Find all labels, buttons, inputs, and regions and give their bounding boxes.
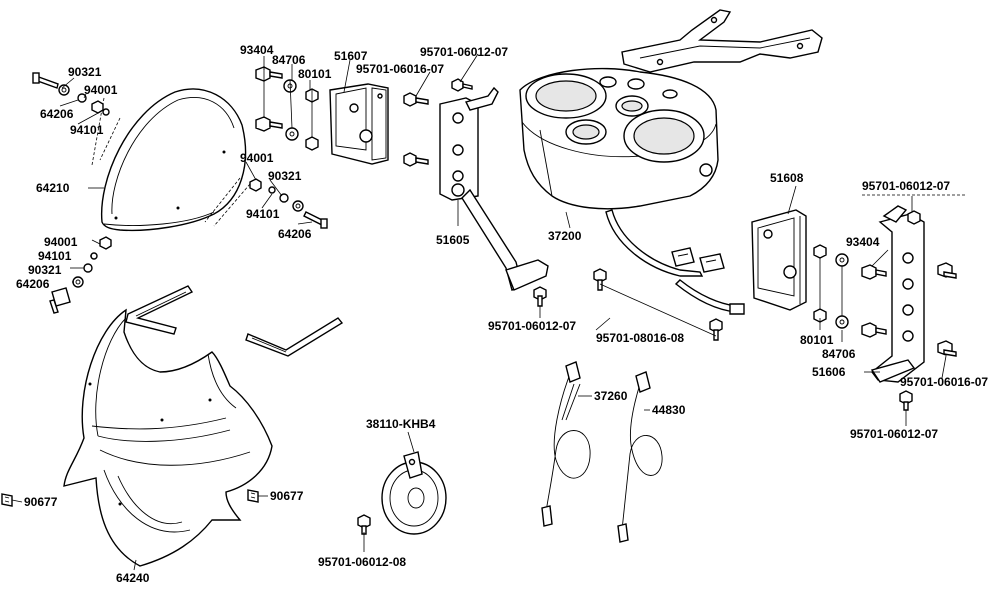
clip-left bbox=[1, 493, 13, 507]
label-38110-khb4: 38110-KHB4 bbox=[366, 417, 436, 431]
bolt-set-lower-left bbox=[255, 116, 319, 151]
label-93404-right: 93404 bbox=[846, 235, 880, 249]
front-cowl-part bbox=[63, 308, 273, 567]
label-95701-06012-07-bottom-right: 95701-06012-07 bbox=[850, 427, 938, 441]
label-51608: 51608 bbox=[770, 171, 804, 185]
label-37200: 37200 bbox=[548, 229, 582, 243]
screw-upper-bracket bbox=[403, 92, 429, 107]
label-51607: 51607 bbox=[334, 49, 368, 63]
top-mount-bracket bbox=[621, 9, 823, 73]
label-95701-06012-07-mid: 95701-06012-07 bbox=[488, 319, 576, 333]
stay-51605 bbox=[439, 86, 549, 291]
label-84706-left: 84706 bbox=[272, 53, 306, 67]
meter-housing bbox=[519, 67, 745, 341]
label-84706-right: 84706 bbox=[822, 347, 856, 361]
label-64206-lower: 64206 bbox=[16, 277, 50, 291]
label-95701-06012-08: 95701-06012-08 bbox=[318, 555, 406, 569]
screw-51606-top bbox=[907, 210, 921, 225]
label-64206-top: 64206 bbox=[40, 107, 74, 121]
label-94001-top: 94001 bbox=[84, 83, 118, 97]
label-90677-right: 90677 bbox=[270, 489, 304, 503]
screw-51605-bottom bbox=[533, 286, 547, 307]
windscreen-fastener-upper bbox=[32, 72, 110, 116]
label-90677-left: 90677 bbox=[24, 495, 58, 509]
stay-51606 bbox=[870, 205, 925, 383]
screw-51606-bottom bbox=[899, 390, 913, 411]
decal-strip-right bbox=[245, 317, 344, 357]
cable-37260 bbox=[541, 361, 591, 527]
label-95701-06016-07-right: 95701-06016-07 bbox=[900, 375, 988, 389]
label-90321-top: 90321 bbox=[68, 65, 102, 79]
label-94101-lower: 94101 bbox=[38, 249, 72, 263]
screw-top-bracket bbox=[451, 78, 473, 92]
label-64206-right: 64206 bbox=[278, 227, 312, 241]
bracket-51608 bbox=[751, 209, 807, 311]
label-94101-top: 94101 bbox=[70, 123, 104, 137]
screw-08016 bbox=[593, 268, 607, 291]
decal-strip-left bbox=[125, 285, 194, 335]
label-95701-06012-07-top: 95701-06012-07 bbox=[420, 45, 508, 59]
screw-lower-bracket bbox=[403, 152, 429, 167]
label-95701-06016-07-top: 95701-06016-07 bbox=[356, 62, 444, 76]
label-44830: 44830 bbox=[652, 403, 686, 417]
screw-horn bbox=[357, 514, 371, 535]
label-95701-08016-08: 95701-08016-08 bbox=[596, 331, 684, 345]
label-90321-right: 90321 bbox=[268, 169, 302, 183]
windscreen-part bbox=[91, 88, 251, 232]
screw-51606-lower bbox=[937, 340, 957, 357]
label-94101-right: 94101 bbox=[246, 207, 280, 221]
label-51606: 51606 bbox=[812, 365, 846, 379]
label-94001-lower: 94001 bbox=[44, 235, 78, 249]
bolt-set-upper-right bbox=[813, 244, 887, 280]
screw-51606-upper bbox=[937, 262, 957, 279]
label-64210: 64210 bbox=[36, 181, 70, 195]
label-64240: 64240 bbox=[116, 571, 150, 585]
label-80101-right: 80101 bbox=[800, 333, 834, 347]
horn-part bbox=[381, 451, 447, 535]
cable-44830 bbox=[617, 371, 663, 543]
bracket-51607 bbox=[329, 83, 389, 165]
label-37260: 37260 bbox=[594, 389, 628, 403]
label-93404-left: 93404 bbox=[240, 43, 274, 57]
label-95701-06012-07-right-top: 95701-06012-07 bbox=[862, 179, 950, 193]
label-51605: 51605 bbox=[436, 233, 470, 247]
label-90321-lower: 90321 bbox=[28, 263, 62, 277]
clip-right bbox=[247, 489, 259, 503]
leader-lines bbox=[11, 53, 966, 571]
label-80101-left: 80101 bbox=[298, 67, 332, 81]
label-94001-right: 94001 bbox=[240, 151, 274, 165]
